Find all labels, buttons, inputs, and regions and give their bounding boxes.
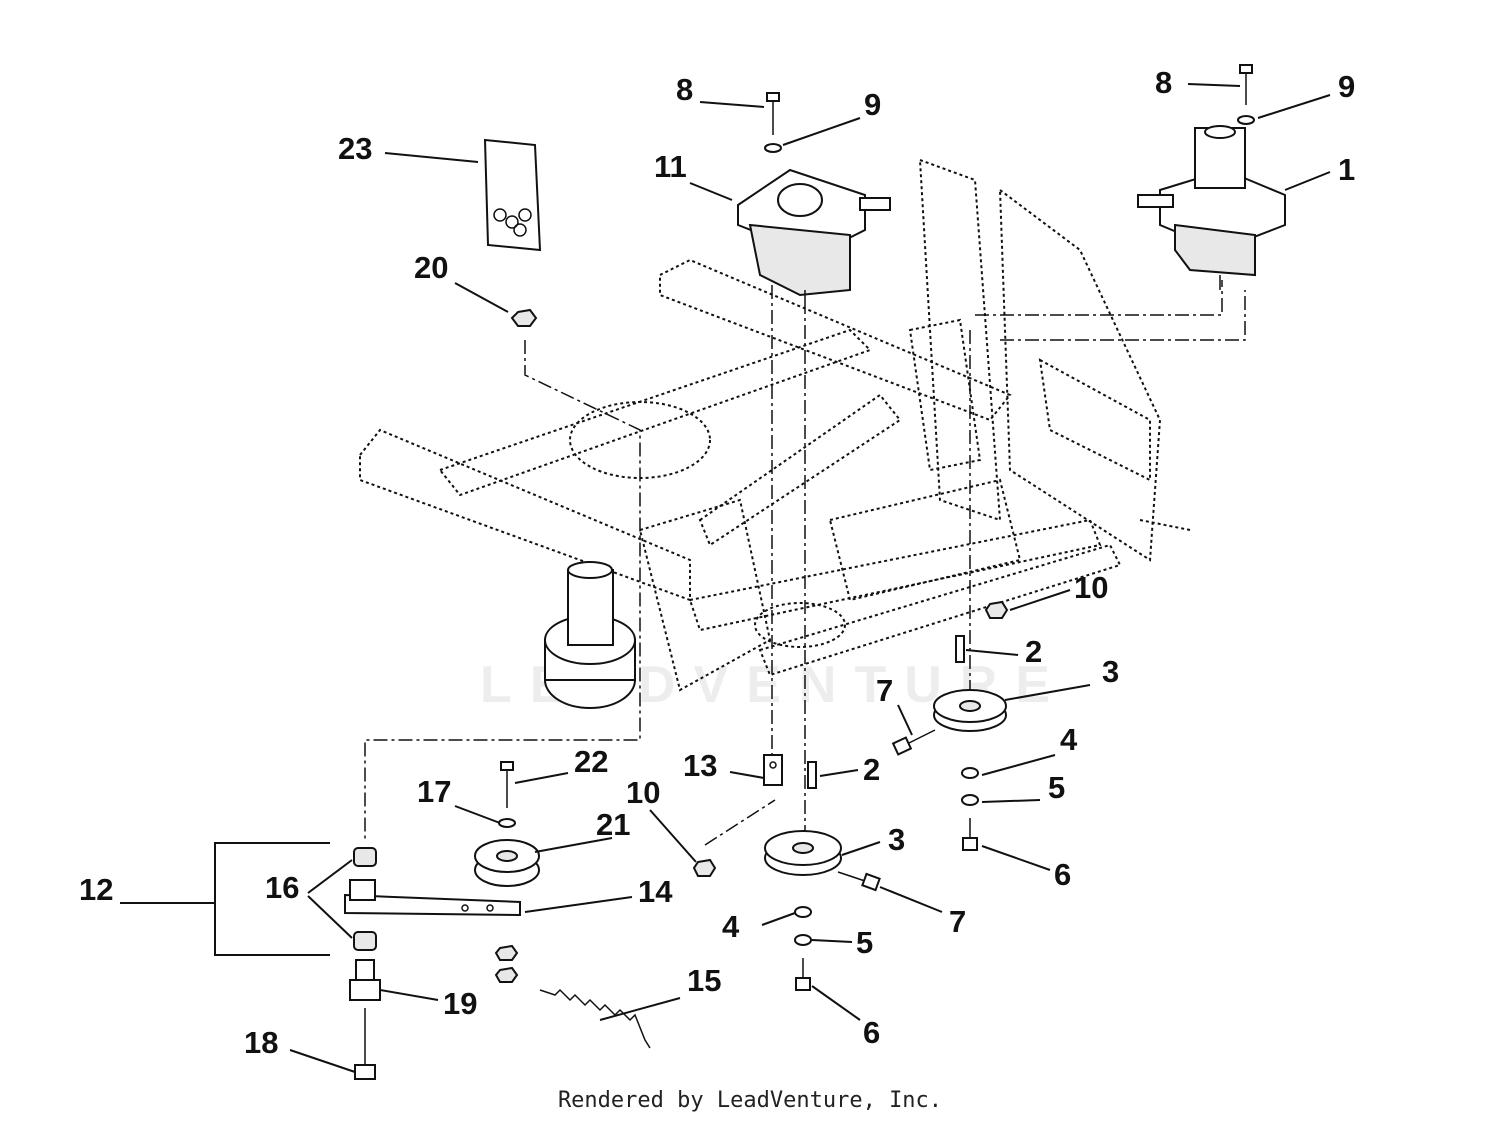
chassis-frame	[359, 158, 1191, 692]
washer-4-left	[794, 906, 812, 918]
callout-14: 14	[638, 874, 673, 909]
callout-7-right: 7	[876, 673, 893, 708]
bolt-7-right	[891, 729, 936, 756]
washer-4-right	[961, 767, 979, 779]
callout-12: 12	[79, 872, 113, 907]
callout-2-right: 2	[1025, 634, 1042, 669]
callout-21: 21	[596, 807, 630, 842]
hydrostatic-pump-left	[737, 168, 891, 300]
spacer-16-bottom	[353, 931, 377, 951]
callout-8-right: 8	[1155, 65, 1172, 100]
bolt-6-right	[962, 818, 978, 851]
bushing-19	[349, 959, 381, 1001]
callout-23: 23	[338, 131, 372, 166]
callout-9-left: 9	[864, 87, 881, 122]
leader-lines	[120, 83, 1331, 1073]
callout-19: 19	[443, 986, 477, 1021]
washer-5-left	[794, 934, 812, 946]
nut-under-arm-1	[494, 944, 519, 961]
callout-9-right: 9	[1338, 69, 1355, 104]
pulley-3-right	[933, 689, 1007, 732]
bolt-6-left	[795, 958, 811, 991]
callout-8-left: 8	[676, 72, 693, 107]
callout-1: 1	[1338, 152, 1355, 187]
callout-10-right: 10	[1074, 570, 1108, 605]
callout-10-left: 10	[626, 775, 660, 810]
callout-6-left: 6	[863, 1015, 880, 1050]
hydrostatic-pump-right	[1137, 125, 1286, 290]
callout-11: 11	[654, 149, 687, 184]
callout-3-left: 3	[888, 822, 905, 857]
bolt-8-right	[1237, 64, 1255, 125]
callout-16: 16	[265, 870, 299, 905]
callout-5-left: 5	[856, 925, 873, 960]
callout-13: 13	[683, 748, 717, 783]
callout-5-right: 5	[1048, 770, 1065, 805]
washer-5-right	[961, 794, 979, 806]
footer-credit: Rendered by LeadVenture, Inc.	[557, 1088, 943, 1113]
key-2-right	[955, 635, 965, 663]
callout-18: 18	[244, 1025, 278, 1060]
callout-4-right: 4	[1060, 722, 1078, 757]
callout-numbers: 1 8 9 8 9 11 23 20 10 2 3 7 4 5 6 13 2 1…	[79, 65, 1355, 1060]
bolt-7-left	[837, 871, 881, 892]
bolt-18	[354, 1008, 376, 1080]
nut-20	[510, 308, 538, 327]
idler-arm-14	[344, 879, 521, 917]
callout-17: 17	[417, 774, 451, 809]
hardware-bag	[483, 138, 542, 252]
spacer-16-top	[353, 847, 377, 867]
bracket-13	[763, 754, 783, 786]
nut-under-arm-2	[494, 966, 519, 983]
callout-3-right: 3	[1102, 654, 1119, 689]
assembly-centerlines	[364, 280, 1246, 846]
idler-pulley-21	[474, 761, 540, 887]
callout-15: 15	[687, 963, 721, 998]
spring-15	[539, 988, 651, 1049]
callout-4-left: 4	[722, 909, 740, 944]
bracket-12	[214, 842, 330, 956]
nut-10-right	[984, 600, 1009, 619]
nut-10-left	[692, 858, 717, 877]
callout-2-left: 2	[863, 752, 880, 787]
spindle-housing	[544, 561, 636, 709]
callout-20: 20	[414, 250, 448, 285]
bolt-8-left	[764, 92, 782, 153]
callout-22: 22	[574, 744, 608, 779]
callout-6-right: 6	[1054, 857, 1071, 892]
key-2-left	[807, 761, 817, 789]
callout-7-left: 7	[949, 904, 966, 939]
pulley-3-left	[764, 830, 842, 876]
